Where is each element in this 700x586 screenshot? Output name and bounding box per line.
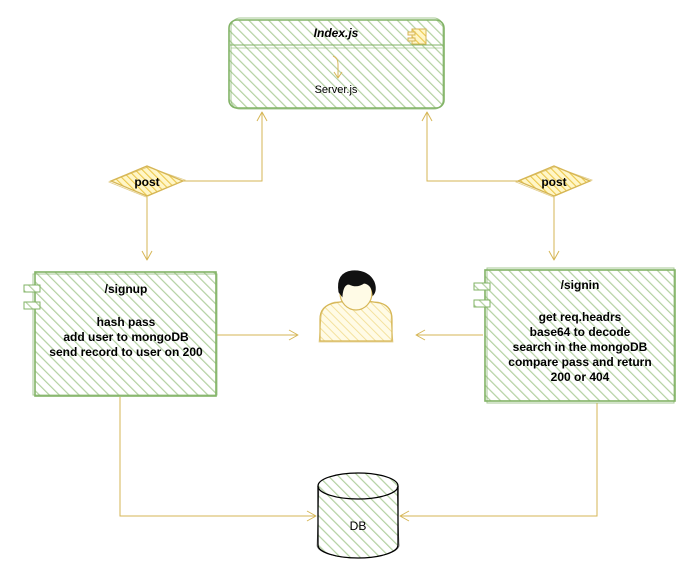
signup-component: /signup hash pass add user to mongoDB se… — [23, 271, 218, 397]
edge-post-right-to-index — [426, 113, 520, 182]
arrowhead — [548, 250, 560, 261]
arrowhead — [399, 510, 410, 522]
signup-line-1: hash pass — [97, 315, 156, 329]
signin-line-4: compare pass and return — [508, 355, 651, 369]
arrowhead — [256, 111, 268, 122]
signup-line-3: send record to user on 200 — [49, 345, 203, 359]
signin-box-border — [484, 269, 676, 402]
edge-post-left-to-index — [183, 113, 263, 182]
index-box — [229, 20, 444, 108]
post-left-diamond-sketch — [107, 166, 187, 198]
arrowhead — [415, 329, 426, 341]
edge-signup-to-db — [119, 397, 315, 517]
signin-box-border-sketch — [486, 267, 675, 404]
signin-title: /signin — [561, 278, 600, 292]
post-right-label: post — [541, 175, 566, 189]
signup-line-2: add user to mongoDB — [63, 330, 189, 344]
db-outline-sketch — [316, 486, 400, 559]
database-icon: DB — [316, 472, 400, 559]
arrowhead — [333, 71, 343, 79]
db-body — [318, 486, 398, 558]
user-icon — [318, 270, 394, 343]
index-box-border — [228, 19, 445, 109]
component-icon — [407, 28, 427, 45]
arrowhead — [288, 329, 299, 341]
component-icon — [473, 282, 491, 308]
signup-box-border-sketch — [32, 273, 218, 396]
signup-box — [35, 272, 216, 396]
signin-line-3: search in the mongoDB — [513, 340, 648, 354]
index-box-border-sketch — [230, 17, 444, 110]
user-body-sketch — [318, 301, 394, 343]
signin-box — [485, 270, 675, 401]
index-inner-arrow — [332, 55, 339, 77]
signup-title: /signup — [105, 282, 148, 296]
post-left-node: post — [107, 165, 187, 198]
post-left-label: post — [134, 175, 159, 189]
component-icon — [23, 284, 41, 310]
signin-line-5: 200 or 404 — [551, 370, 610, 384]
arrowhead — [421, 111, 433, 122]
user-hair — [338, 270, 376, 298]
db-top — [317, 472, 399, 500]
signin-line-1: get req.headrs — [539, 310, 622, 324]
signin-line-2: base64 to decode — [530, 325, 631, 339]
edges — [119, 111, 598, 522]
arrowhead — [306, 510, 317, 522]
db-label: DB — [350, 519, 367, 533]
index-title: Index.js — [314, 26, 359, 40]
index-subtitle: Server.js — [315, 84, 358, 96]
post-right-node: post — [514, 165, 594, 198]
index-component: Index.js Server.js — [228, 17, 445, 110]
arrowhead — [141, 250, 153, 261]
signin-component: /signin get req.headrs base64 to decode … — [473, 267, 676, 404]
post-right-diamond-sketch — [514, 166, 594, 198]
signup-box-border — [34, 271, 217, 397]
edge-signin-to-db — [401, 403, 598, 517]
